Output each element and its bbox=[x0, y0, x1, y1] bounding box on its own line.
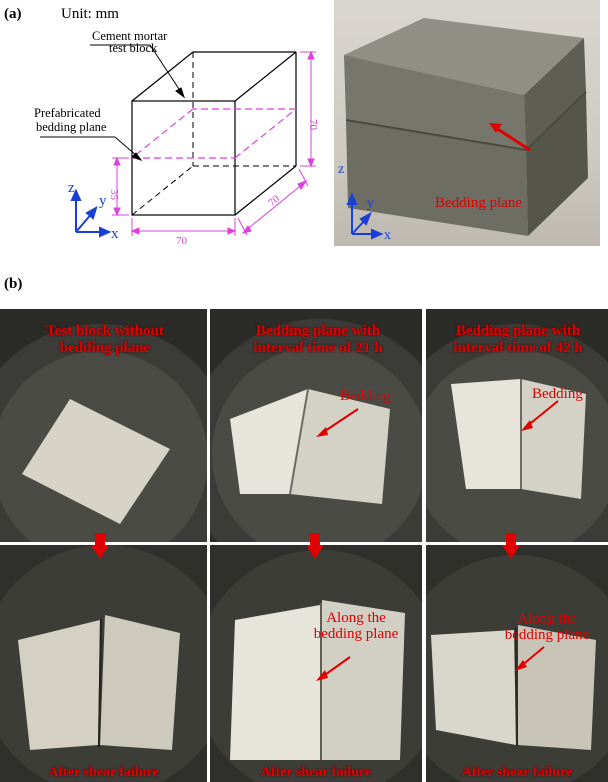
dimension-lines bbox=[112, 50, 316, 236]
top-caption-1-line2: bedding plane bbox=[59, 340, 151, 356]
photo-bottom-1: After shear failure bbox=[0, 545, 207, 782]
down-arrow-2 bbox=[306, 533, 324, 559]
cube-hidden-edges bbox=[131, 52, 296, 216]
cube-outline bbox=[131, 51, 297, 216]
axis-y-label: y bbox=[99, 193, 107, 209]
dim-half-text: 35 bbox=[108, 189, 120, 201]
along-note-2-line1: Along the bbox=[326, 610, 386, 626]
photo-axis-x: x bbox=[384, 228, 391, 243]
block-photo-art bbox=[344, 18, 588, 240]
photo-top-2: Bedding plane with interval time of 21 h… bbox=[210, 309, 422, 542]
axes-triad bbox=[70, 188, 112, 238]
photo-bottom-3: Along the bedding plane After shear fail… bbox=[426, 545, 608, 782]
unit-label: Unit: mm bbox=[61, 6, 119, 22]
along-note-3-line1: Along the bbox=[517, 611, 577, 627]
along-note-2: Along the bedding plane bbox=[296, 610, 416, 642]
photo-axis-z: z bbox=[338, 162, 345, 177]
top-caption-3-line2: interval time of 42 h bbox=[453, 340, 583, 356]
block-leader bbox=[90, 44, 185, 99]
failure-caption-3: After shear failure bbox=[461, 765, 573, 780]
bedding-label-line2: bedding plane bbox=[36, 120, 107, 134]
bedding-note-2: Bedding bbox=[340, 388, 391, 404]
down-arrow-3 bbox=[502, 533, 520, 559]
dim-depth-text: 70 bbox=[266, 193, 283, 210]
top-caption-2: Bedding plane with interval time of 21 h bbox=[228, 323, 408, 357]
down-arrow-1 bbox=[91, 533, 109, 559]
panel-a-label: (a) bbox=[4, 6, 22, 22]
along-note-3: Along the bedding plane bbox=[486, 611, 608, 643]
failure-caption-1: After shear failure bbox=[48, 765, 159, 780]
bedding-leader bbox=[40, 136, 143, 161]
top-caption-2-line2: interval time of 21 h bbox=[253, 340, 383, 356]
top-caption-1: Test block without bedding plane bbox=[20, 323, 190, 357]
axis-z-label: z bbox=[68, 180, 75, 196]
block-schematic: 70 35 70 70 Cement mortar test block Pre… bbox=[34, 29, 319, 247]
block-photo: z y x Bedding plane bbox=[334, 0, 600, 246]
photo-bottom-2: Along the bedding plane After shear fail… bbox=[210, 545, 422, 782]
panel-b-label: (b) bbox=[4, 276, 23, 292]
along-note-2-line2: bedding plane bbox=[313, 626, 399, 642]
along-note-3-line2: bedding plane bbox=[504, 627, 590, 643]
top-caption-3-line1: Bedding plane with bbox=[455, 323, 581, 339]
axis-x-label: x bbox=[111, 226, 119, 242]
failure-caption-2: After shear failure bbox=[260, 765, 372, 780]
top-caption-3: Bedding plane with interval time of 42 h bbox=[430, 323, 606, 357]
top-caption-2-line1: Bedding plane with bbox=[255, 323, 381, 339]
bedding-label-line1: Prefabricated bbox=[34, 106, 101, 120]
block-label-line1: Cement mortar bbox=[92, 29, 168, 43]
photo-top-1: Test block without bedding plane bbox=[0, 309, 207, 542]
dim-height-text: 70 bbox=[307, 119, 319, 131]
photo-bedding-label: Bedding plane bbox=[435, 195, 523, 211]
block-label-line2: test block bbox=[109, 41, 158, 55]
bedding-plane-outline bbox=[131, 108, 297, 159]
top-caption-1-line1: Test block without bbox=[46, 323, 164, 339]
bedding-note-3: Bedding bbox=[532, 386, 583, 402]
photo-top-3: Bedding plane with interval time of 42 h… bbox=[426, 309, 608, 542]
photo-axis-y: y bbox=[367, 196, 374, 211]
dim-width-text: 70 bbox=[176, 235, 188, 247]
